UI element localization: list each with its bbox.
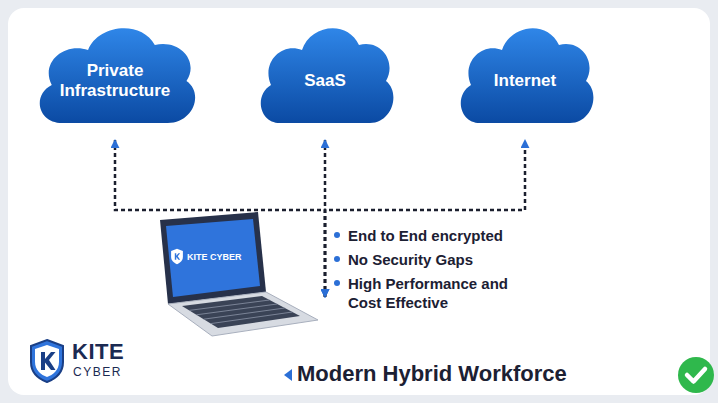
cloud-label: SaaS — [292, 53, 358, 101]
bullet-text: End to End encrypted — [348, 226, 503, 245]
cloud-node: Private Infrastructure — [33, 15, 197, 138]
bullet-row: High Performance and Cost Effective — [334, 274, 534, 312]
cloud-node: SaaS — [255, 15, 395, 138]
laptop-illustration — [150, 212, 320, 337]
bullet-dot — [334, 256, 340, 262]
screen-text: KITE CYBER — [187, 252, 242, 262]
bullet-text: No Security Gaps — [348, 250, 473, 269]
bullet-dot — [334, 232, 340, 238]
cloud-node: Internet — [455, 15, 595, 138]
bullet-text: High Performance and Cost Effective — [348, 274, 534, 312]
cloud-label: Private Infrastructure — [38, 43, 192, 111]
bullet-dot — [334, 280, 340, 286]
pointer-triangle — [282, 367, 294, 383]
bullet-row: No Security Gaps — [334, 250, 534, 269]
bullet-row: End to End encrypted — [334, 226, 534, 245]
laptop-node: KITE CYBER — [150, 212, 320, 337]
logo-subword: CYBER — [73, 365, 122, 379]
cloud-label: Internet — [482, 53, 568, 101]
footer-title: Modern Hybrid Workforce — [297, 361, 567, 387]
logo-shield — [28, 338, 66, 384]
logo-word: KITE — [72, 340, 124, 364]
screen-shield — [170, 248, 184, 265]
check-badge — [676, 355, 716, 395]
dashed-connector — [325, 140, 525, 297]
screen-logo: KITE CYBER — [170, 248, 262, 265]
